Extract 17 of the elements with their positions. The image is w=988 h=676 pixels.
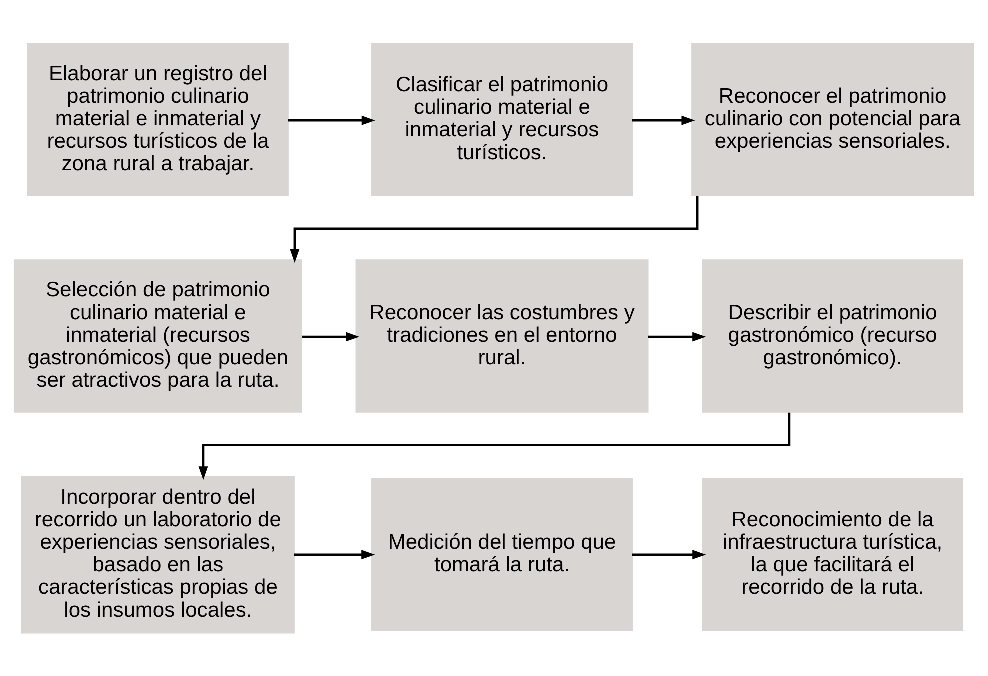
node-box: Reconocimiento de la infraestructura turística, la que facilitará el recorrido de la ruta. [702, 478, 964, 631]
node-box: Incorporar dentro del recorrido un laboratorio de experiencias sensoriales, basado en las características propias de los insumos locales. [21, 475, 295, 634]
node-box: Reconocer el patrimonio culinario con potencial para experiencias sensoriales. [692, 42, 974, 196]
arrow [632, 115, 696, 125]
node-box: Clasificar el patrimonio culinario material e inmaterial y recursos turísticos. [372, 42, 633, 196]
arrow [288, 115, 376, 125]
arrow [632, 550, 706, 560]
node-box: Reconocer las costumbres y tradiciones en el entorno rural. [356, 259, 649, 412]
arrow [302, 332, 360, 342]
arrow [294, 550, 376, 560]
node-box: Elaborar un registro del patrimonio culinario material e inmaterial y recursos turísticos de la zona rural a trabajar. [27, 42, 289, 196]
node-box: Selección de patrimonio culinario material e inmaterial (recursos gastronómicos) que pueden ser atractivos para la ruta. [14, 259, 302, 412]
node-box: Medición del tiempo que tomará la ruta. [372, 478, 633, 631]
arrow [648, 332, 706, 342]
arrow [198, 412, 791, 480]
node-box: Describir el patrimonio gastronómico (recurso gastronómico). [702, 259, 964, 412]
arrow [290, 196, 699, 263]
